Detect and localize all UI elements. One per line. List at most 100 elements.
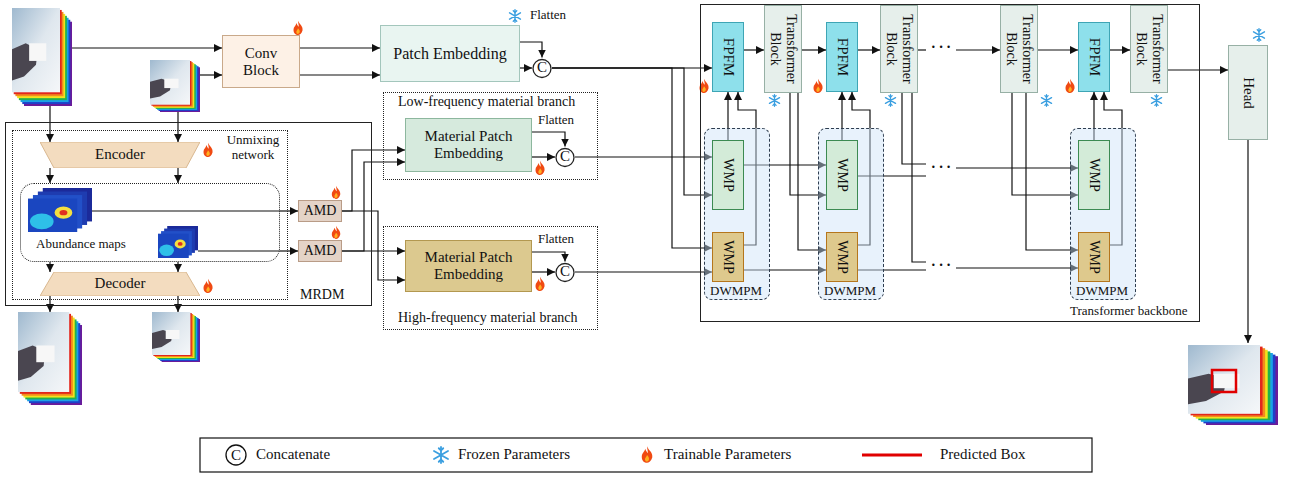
wmp-box: WMP	[1078, 140, 1110, 210]
node-label: C	[560, 263, 570, 280]
wmp-box: WMP	[826, 140, 858, 210]
node-label: Abundance maps	[36, 237, 126, 252]
result-image	[1188, 345, 1278, 425]
node-label: FPFM	[833, 38, 850, 76]
dwmpm-group: DWMPM WMP WMP	[704, 128, 770, 300]
ellipsis: ···	[930, 156, 953, 179]
connector	[1168, 69, 1228, 70]
branch-group: Low-frequency material branchMaterial Pa…	[383, 92, 598, 180]
node-label: WMP	[1086, 240, 1102, 273]
node-label: DWMPM	[1076, 284, 1128, 299]
node-label: C	[560, 148, 570, 165]
node-label: MRDM	[300, 287, 344, 303]
abundance-image	[28, 188, 198, 258]
node-label: Unmixing network	[222, 133, 284, 163]
concat-circle-shape	[556, 263, 574, 281]
wmp-box: WMP	[1078, 232, 1110, 282]
connector	[342, 250, 405, 251]
dwmpm-group: DWMPM WMP WMP	[1070, 128, 1136, 300]
connector	[49, 262, 50, 272]
concat-circle: C	[532, 58, 552, 79]
flatten-label: Flatten	[538, 113, 574, 128]
reconstructed-image	[18, 312, 200, 405]
connector	[520, 42, 542, 58]
legend-frame	[200, 438, 1092, 472]
node-label: WMP	[834, 240, 850, 273]
wmp-box: WMP	[712, 232, 744, 282]
wire	[50, 48, 1248, 343]
connector	[300, 74, 380, 75]
abundance-group: Abundance maps	[20, 183, 280, 262]
node-label: Transformer Block	[1003, 9, 1035, 89]
dotted-group: Unmixing network EncoderAbundance mapsDec…	[12, 130, 288, 300]
connector	[532, 132, 565, 147]
connector	[575, 271, 712, 272]
node-label: Encoder	[95, 146, 145, 163]
node-label: DWMPM	[710, 284, 762, 299]
input-image	[12, 8, 200, 112]
connector	[520, 67, 532, 68]
decoder-trapezoid: Decoder	[40, 272, 200, 296]
wmp-box: WMP	[712, 140, 744, 210]
transformer-block: Transformer Block	[1130, 5, 1168, 93]
connector	[49, 168, 50, 183]
flatten-label: Flatten	[538, 232, 574, 247]
node-label: Head	[1239, 77, 1256, 109]
fpfm-box: FPFM	[826, 22, 858, 92]
node-label: DWMPM	[824, 284, 876, 299]
node-label: AMD	[304, 243, 337, 259]
concat-circle: C	[555, 262, 575, 283]
connector	[532, 156, 555, 157]
node-label: Transformer Block	[883, 9, 915, 89]
connector	[552, 68, 712, 248]
connector	[177, 168, 178, 183]
node-label: WMP	[1086, 158, 1102, 191]
module-frame: MRDM Unmixing network EncoderAbundance map…	[5, 122, 372, 306]
encoder-trapezoid-shape	[40, 142, 200, 168]
concat-circle: C	[555, 147, 575, 168]
legend-label: Concatenate	[256, 446, 330, 463]
connector	[1012, 93, 1078, 195]
dwmpm-group: DWMPM WMP WMP	[818, 128, 884, 300]
transformer-block: Transformer Block	[1000, 5, 1038, 93]
node-label: Transformer Block	[767, 9, 799, 89]
transformer-block: Transformer Block	[764, 5, 802, 93]
amd-box: AMD	[298, 200, 342, 222]
node-label: C	[537, 59, 547, 76]
connector	[1110, 49, 1130, 50]
node-label: WMP	[720, 158, 736, 191]
node-label: Material Patch Embedding	[413, 128, 525, 163]
fpfm-box: FPFM	[712, 22, 744, 92]
connector	[552, 68, 712, 195]
node-label: AMD	[304, 203, 337, 219]
concat-circle-shape	[556, 148, 574, 166]
node-label: Material Patch Embedding	[413, 249, 525, 284]
connector	[532, 252, 565, 262]
node-label: Transformer backbone	[1070, 304, 1188, 319]
node-label: Decoder	[95, 275, 146, 292]
concat-circle-shape	[533, 59, 551, 77]
connector	[802, 49, 826, 50]
node-label: WMP	[720, 240, 736, 273]
material-embedding-box: Material Patch Embedding	[405, 240, 532, 292]
concat-symbol-letter: C	[231, 447, 241, 464]
node-label: FPFM	[719, 38, 736, 76]
material-embedding-box: Material Patch Embedding	[405, 118, 532, 172]
node-label: High-frequency material branch	[398, 310, 578, 326]
connector	[280, 210, 298, 211]
connector	[177, 262, 178, 272]
connector	[342, 150, 405, 211]
transformer-block: Transformer Block	[880, 5, 918, 93]
legend-label: Frozen Parameters	[458, 446, 570, 463]
wmp-box: WMP	[826, 232, 858, 282]
connector	[532, 271, 555, 272]
amd-box: AMD	[298, 240, 342, 262]
connector	[1038, 49, 1078, 50]
legend-label: Trainable Parameters	[664, 446, 791, 463]
encoder-trapezoid: Encoder	[40, 142, 200, 168]
trainable-icon	[204, 21, 1075, 293]
connector	[575, 156, 712, 157]
connector	[342, 162, 405, 251]
